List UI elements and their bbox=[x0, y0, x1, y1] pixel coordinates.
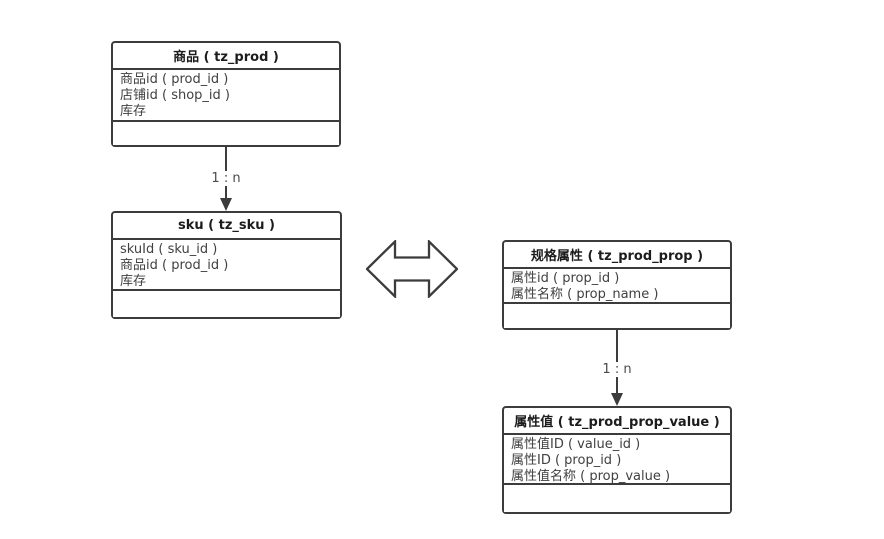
entity-sku-footer bbox=[113, 291, 340, 317]
entity-sku-title: sku ( tz_sku ) bbox=[113, 213, 340, 240]
connector-attribute-to-value: 1 : n bbox=[599, 330, 635, 406]
entity-attribute-value-title: 属性值 ( tz_prod_prop_value ) bbox=[504, 408, 730, 435]
field-shop-id: 店铺id ( shop_id ) bbox=[120, 88, 230, 103]
entity-sku-fields: skuId ( sku_id ) 商品id ( prod_id ) 库存 bbox=[113, 240, 340, 291]
field-prop-id: 属性id ( prop_id ) bbox=[511, 271, 620, 286]
field-prop-value: 属性值名称 ( prop_value ) bbox=[511, 469, 671, 484]
entity-sku: sku ( tz_sku ) skuId ( sku_id ) 商品id ( p… bbox=[111, 211, 342, 319]
entity-spec-attribute-footer bbox=[504, 304, 730, 328]
double-arrow-icon bbox=[366, 240, 458, 298]
field-prod-id: 商品id ( prod_id ) bbox=[120, 258, 229, 273]
arrow-down-icon bbox=[611, 393, 623, 406]
relation-label: 1 : n bbox=[208, 171, 244, 186]
entity-spec-attribute: 规格属性 ( tz_prod_prop ) 属性id ( prop_id ) 属… bbox=[502, 240, 732, 330]
relation-label: 1 : n bbox=[599, 362, 635, 377]
entity-product-fields: 商品id ( prod_id ) 店铺id ( shop_id ) 库存 bbox=[113, 70, 339, 122]
entity-product-title: 商品 ( tz_prod ) bbox=[113, 43, 339, 70]
field-value-id: 属性值ID ( value_id ) bbox=[511, 437, 641, 452]
field-sku-id: skuId ( sku_id ) bbox=[120, 242, 218, 257]
field-stock: 库存 bbox=[120, 104, 147, 119]
entity-attribute-value-fields: 属性值ID ( value_id ) 属性ID ( prop_id ) 属性值名… bbox=[504, 435, 730, 485]
field-prod-id: 商品id ( prod_id ) bbox=[120, 72, 229, 87]
field-prop-id: 属性ID ( prop_id ) bbox=[511, 453, 622, 468]
entity-attribute-value: 属性值 ( tz_prod_prop_value ) 属性值ID ( value… bbox=[502, 406, 732, 514]
entity-product: 商品 ( tz_prod ) 商品id ( prod_id ) 店铺id ( s… bbox=[111, 41, 341, 147]
entity-spec-attribute-title: 规格属性 ( tz_prod_prop ) bbox=[504, 242, 730, 269]
field-prop-name: 属性名称 ( prop_name ) bbox=[511, 287, 659, 302]
connector-product-to-sku: 1 : n bbox=[208, 147, 244, 211]
entity-attribute-value-footer bbox=[504, 485, 730, 512]
entity-product-footer bbox=[113, 122, 339, 145]
arrow-down-icon bbox=[220, 198, 232, 211]
field-stock: 库存 bbox=[120, 274, 147, 289]
entity-spec-attribute-fields: 属性id ( prop_id ) 属性名称 ( prop_name ) bbox=[504, 269, 730, 304]
